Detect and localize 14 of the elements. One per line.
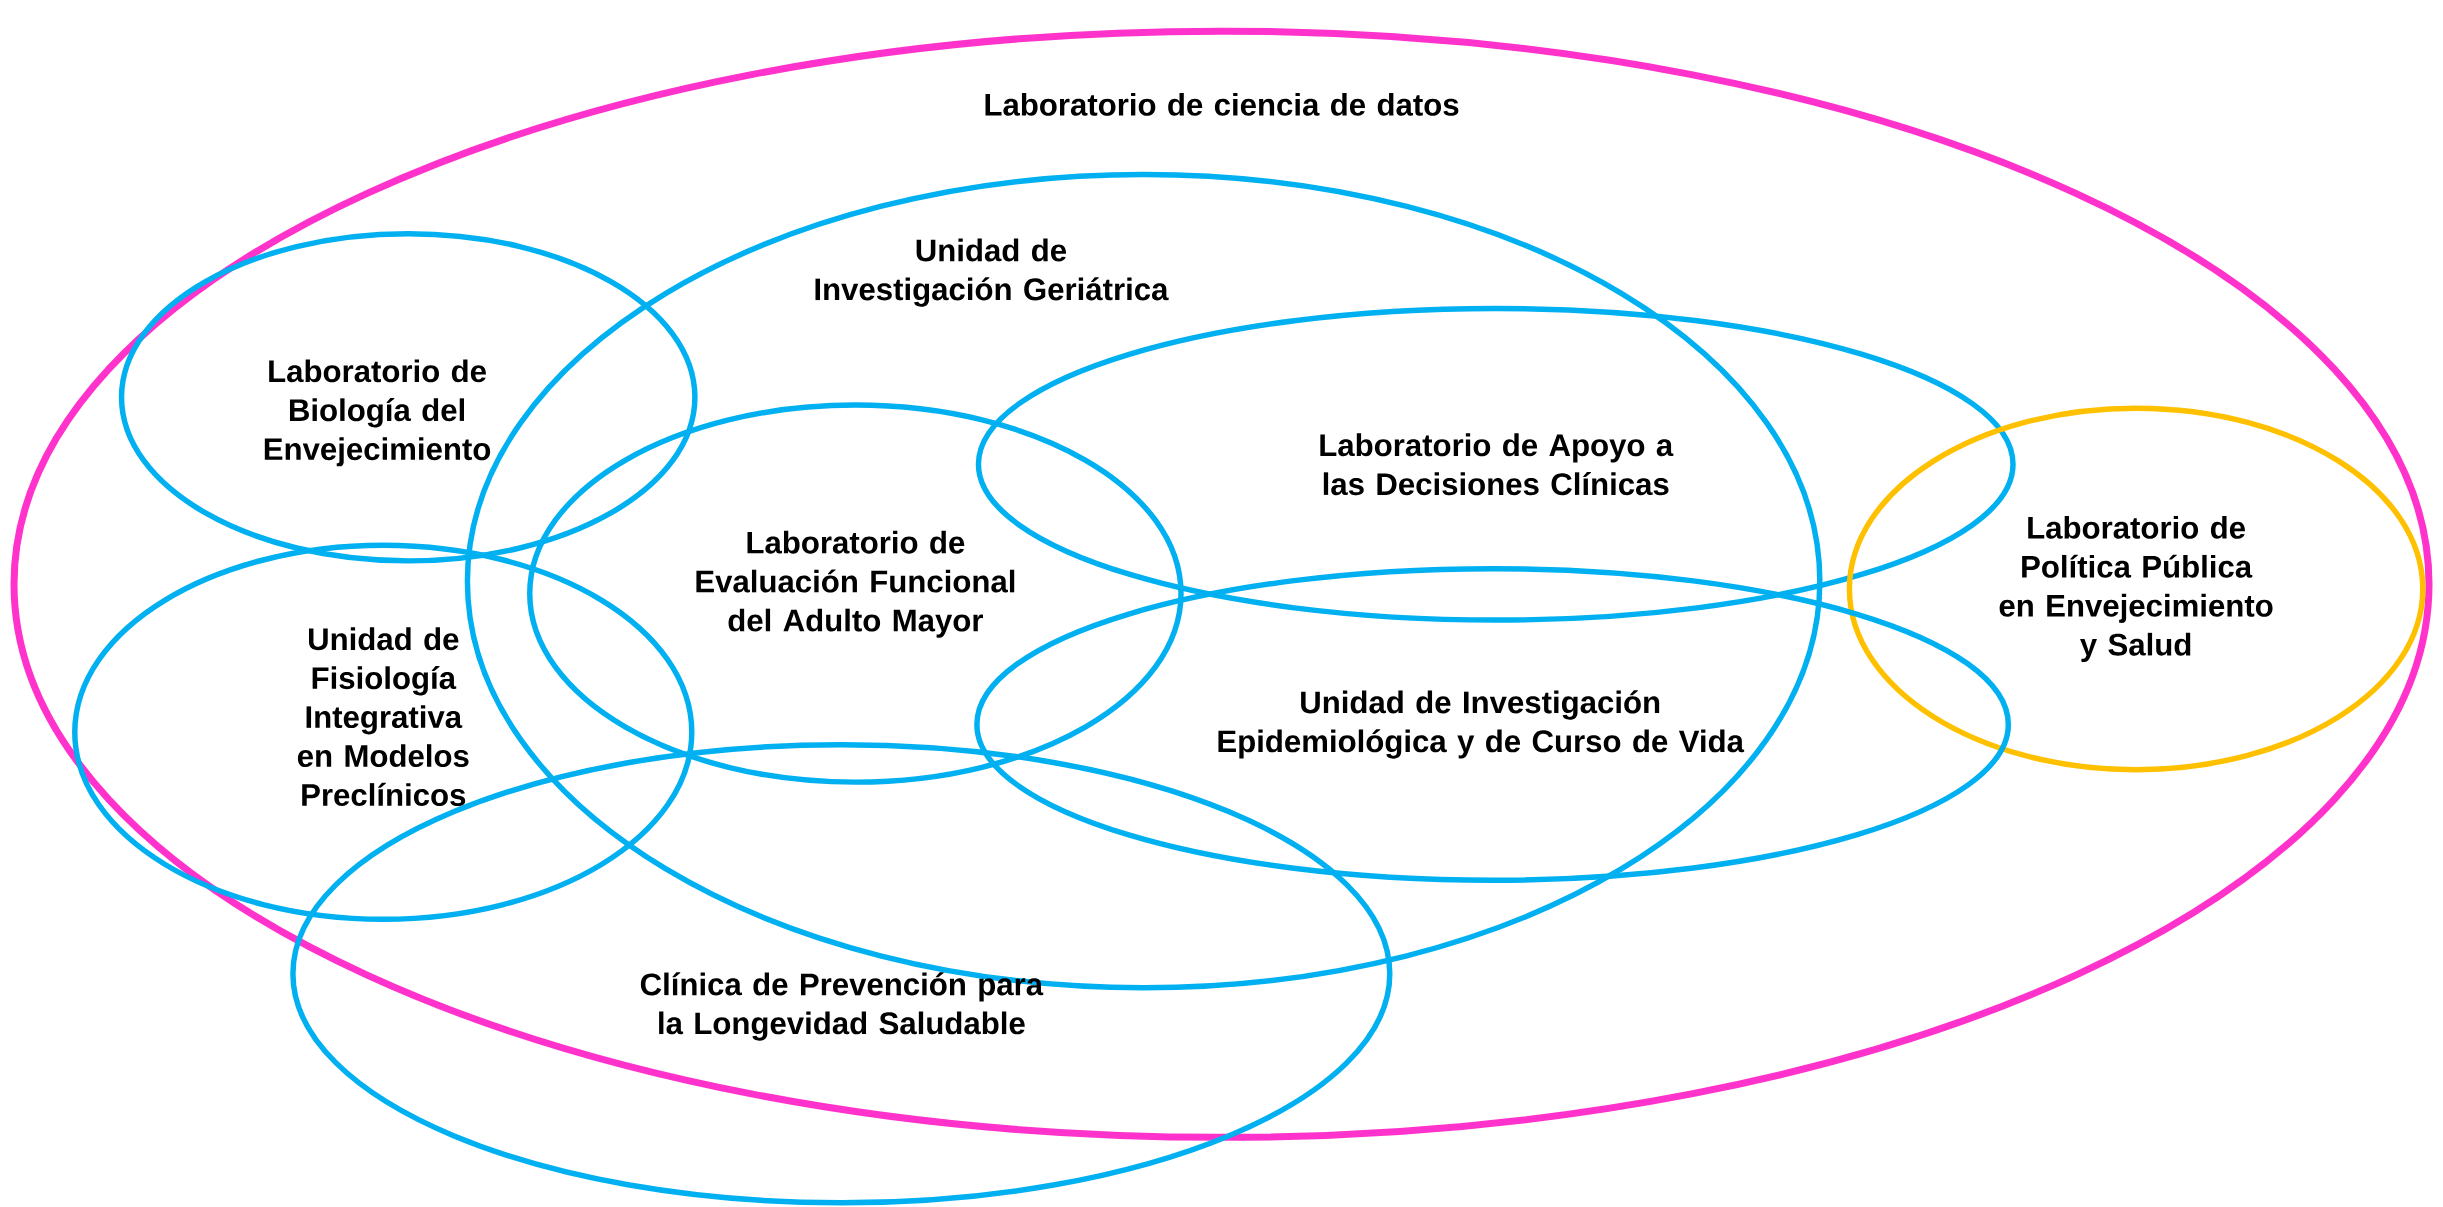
region-label: Unidad de Investigación Epidemiológica y de Curso de Vida [1218,690,1745,759]
region-label: Laboratorio de Biología del Envejecimiento [264,359,491,467]
ellipse-region [118,230,698,564]
ellipse-region [72,542,695,922]
region-label: Clínica de Prevención para la Longevidad Saludable [640,972,1044,1041]
ellipse-region [527,402,1184,785]
ellipse-region [1846,405,2426,773]
region-label: Laboratorio de ciencia de datos [985,92,1459,116]
region-label: Unidad de Fisiología Integrativa en Modelos Preclínicos [297,627,469,806]
region-label: Laboratorio de Evaluación Funcional del Adulto Mayor [696,530,1015,638]
region-label: Unidad de Investigación Geriátrica [815,238,1169,307]
ellipse-region [10,27,2433,1141]
region-label: Laboratorio de Apoyo a las Decisiones Clínicas [1320,433,1674,495]
region-label: Laboratorio de Política Pública en Envejecimiento y Salud [1999,515,2273,662]
